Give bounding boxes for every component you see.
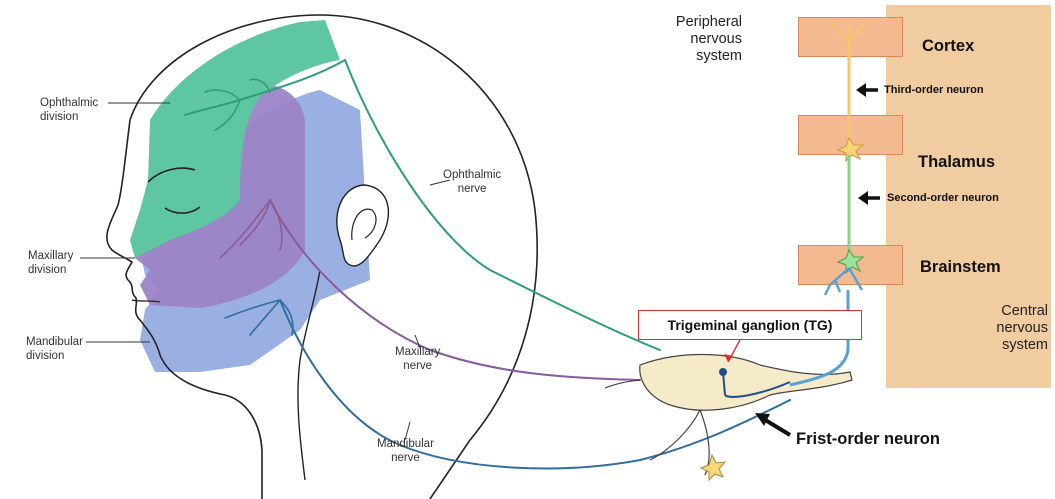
cns-label: Central nervous system — [970, 303, 1048, 354]
thalamus-label: Thalamus — [918, 153, 995, 172]
brainstem-label: Brainstem — [920, 258, 1001, 277]
cortex-label: Cortex — [922, 37, 974, 56]
trigeminal-ganglion-label: Trigeminal ganglion (TG) — [638, 310, 862, 340]
second-order-neuron-label: Second-order neuron — [887, 192, 999, 204]
pns-label: Peripheral nervous system — [640, 14, 742, 65]
third-order-neuron-label: Third-order neuron — [884, 84, 984, 96]
first-order-neuron-label: Frist-order neuron — [796, 430, 940, 449]
